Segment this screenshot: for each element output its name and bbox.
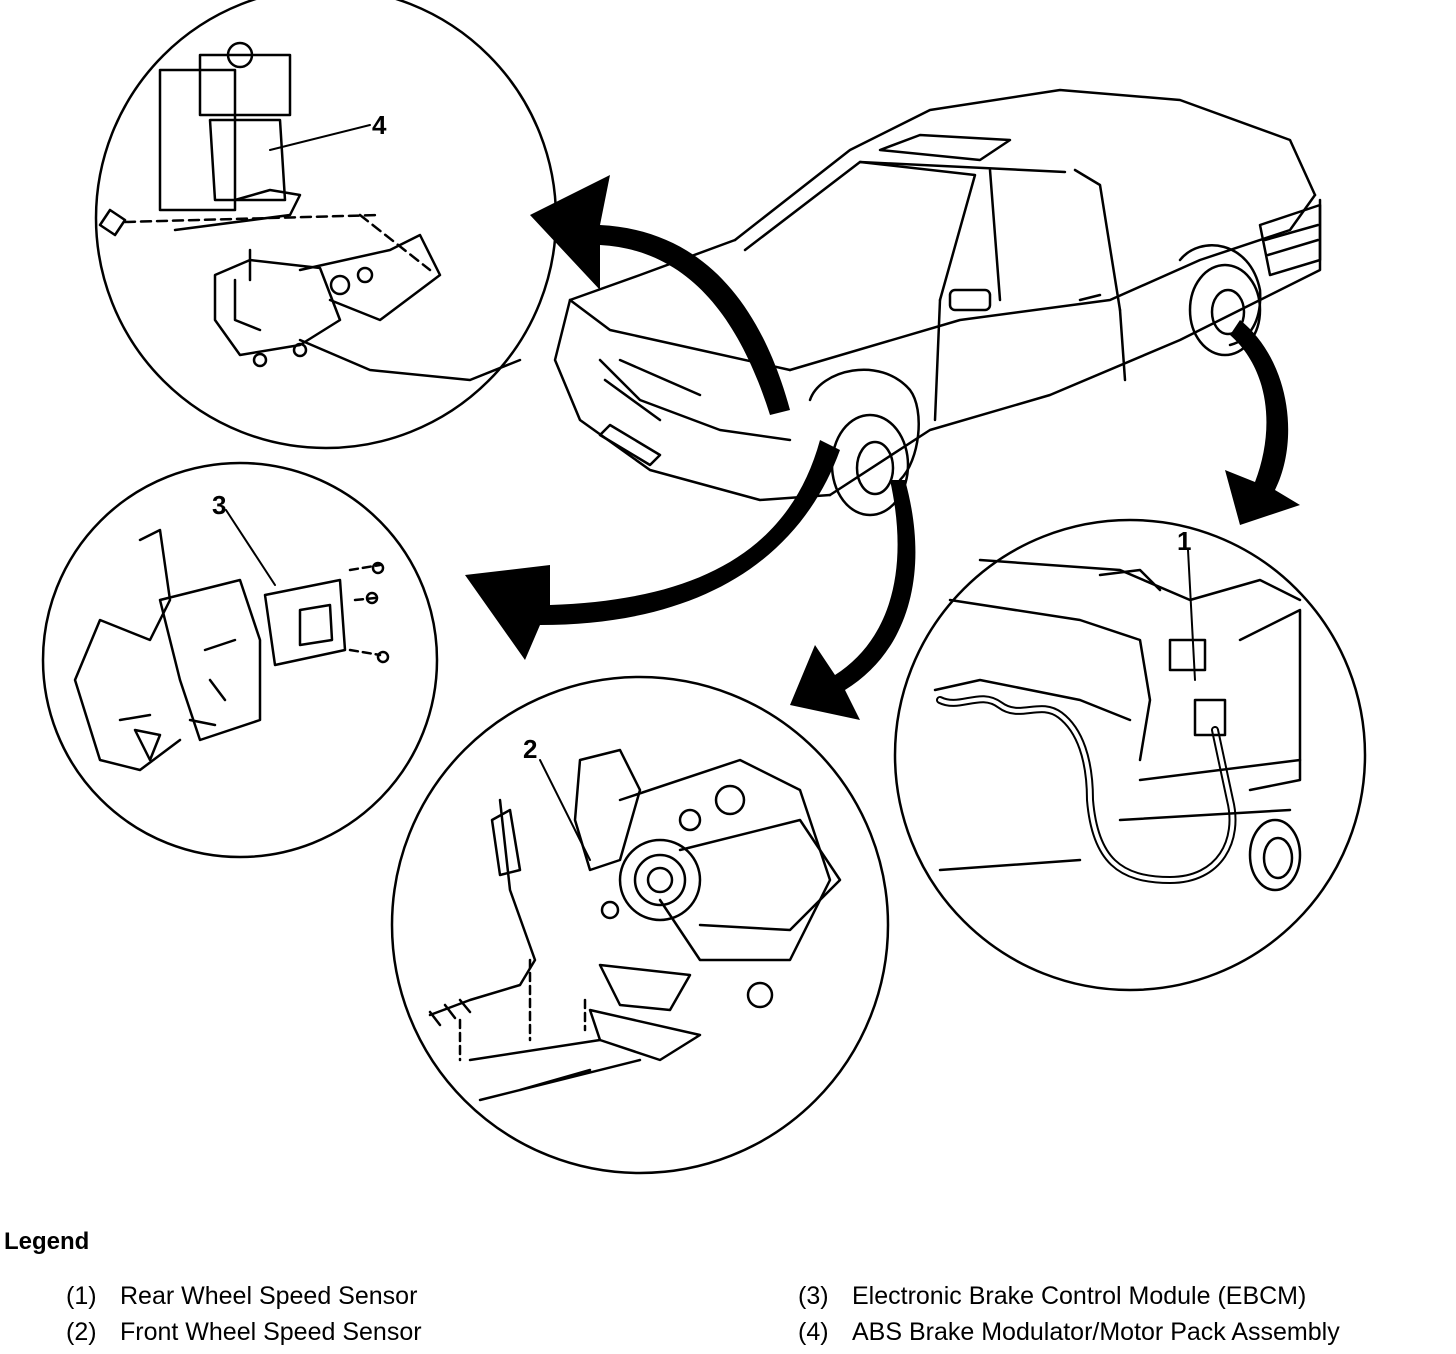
detail-circle-modulator: 4 [94,0,558,450]
legend-item-4: (4) ABS Brake Modulator/Motor Pack Assemb… [798,1318,1340,1347]
arrow-to-rear-sensor [1225,320,1300,525]
legend-item-label: Front Wheel Speed Sensor [120,1318,422,1346]
car-illustration [553,88,1322,517]
legend-item-number: (4) [798,1318,829,1346]
legend-item-number: (3) [798,1282,829,1310]
legend-item-3: (3) Electronic Brake Control Module (EBCM… [798,1282,1306,1311]
callout-2: 2 [523,734,537,764]
legend-title: Legend [4,1228,90,1255]
legend-item-label: Rear Wheel Speed Sensor [120,1282,418,1310]
detail-circle-rear-sensor: 1 [893,518,1367,992]
legend-item-label: ABS Brake Modulator/Motor Pack Assembly [852,1318,1340,1346]
legend-item-2: (2) Front Wheel Speed Sensor [66,1318,422,1347]
arrow-to-ebcm [465,440,840,660]
legend-item-1: (1) Rear Wheel Speed Sensor [66,1282,417,1311]
arrow-to-modulator [530,175,790,415]
pointer-arrows [465,175,1300,720]
abs-component-location-diagram: 4 3 2 [41,0,1367,1175]
callout-4: 4 [372,110,387,140]
legend-item-number: (1) [66,1282,97,1310]
legend-item-number: (2) [66,1318,97,1346]
callout-1: 1 [1177,526,1191,556]
legend-item-label: Electronic Brake Control Module (EBCM) [852,1282,1307,1310]
arrow-to-front-sensor [790,480,916,720]
callout-3: 3 [212,490,226,520]
detail-circle-front-sensor: 2 [390,675,890,1175]
detail-circle-ebcm: 3 [41,461,439,859]
